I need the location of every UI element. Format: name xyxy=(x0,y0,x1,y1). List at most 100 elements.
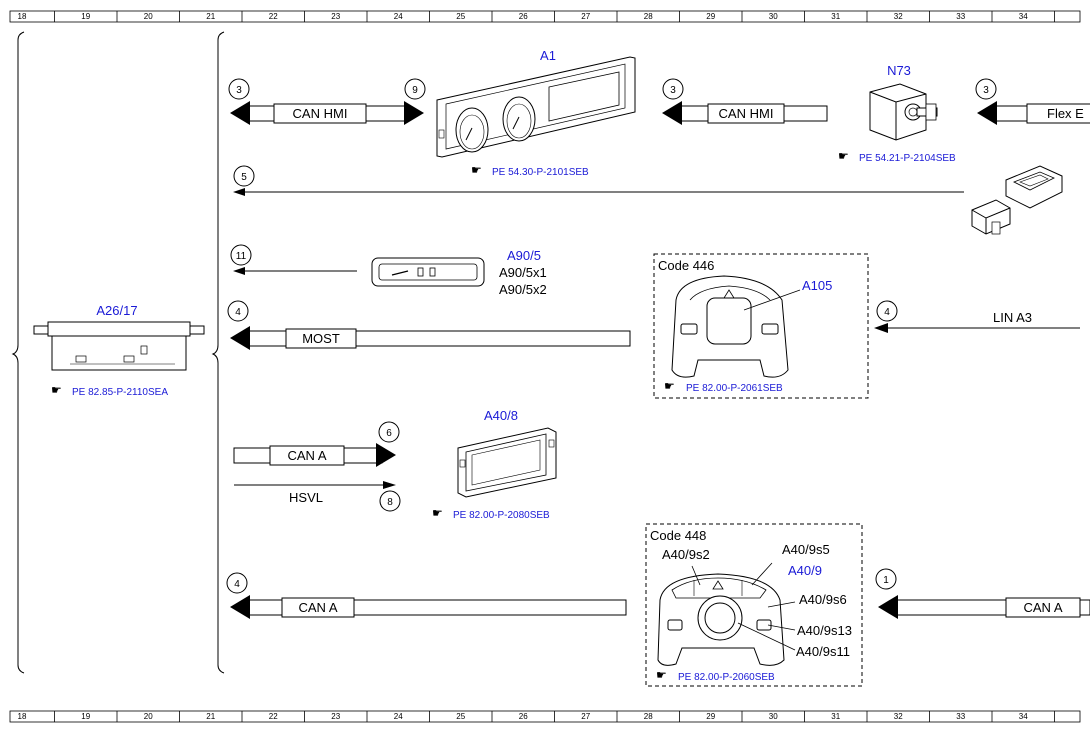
ruler-number: 19 xyxy=(81,12,90,21)
ruler-number: 26 xyxy=(519,712,528,721)
ruler-number: 28 xyxy=(644,12,653,21)
can-hmi-left-bus: CAN HMI xyxy=(230,101,424,125)
a40-9s2-label: A40/9s2 xyxy=(662,547,710,562)
can-a-lower-right-bus: CAN A xyxy=(878,595,1090,619)
pointing-hand-icon: ☛ xyxy=(664,379,675,393)
ruler-number: 34 xyxy=(1019,12,1028,21)
ruler-number: 30 xyxy=(769,712,778,721)
a90-5-label: A90/5 xyxy=(507,248,541,263)
ruler-number: 24 xyxy=(394,12,403,21)
marker-9: 9 xyxy=(412,85,418,96)
ruler-number: 18 xyxy=(18,12,27,21)
ruler-number: 31 xyxy=(831,712,840,721)
ruler-number: 29 xyxy=(706,712,715,721)
a1-component: A1 ☛ PE 54.30-P-2101SEB xyxy=(436,48,636,178)
flex-bus: Flex E xyxy=(977,101,1090,125)
a90-5x1-label: A90/5x1 xyxy=(499,265,547,280)
a40-9-label: A40/9 xyxy=(788,563,822,578)
most-label: MOST xyxy=(302,331,340,346)
n73-component: N73 ☛ PE 54.21-P-2104SEB xyxy=(838,63,956,164)
can-a-lower-left-bus: CAN A xyxy=(230,595,627,619)
ruler-number: 31 xyxy=(831,12,840,21)
ruler-number: 32 xyxy=(894,12,903,21)
pointing-hand-icon: ☛ xyxy=(432,506,443,520)
marker-4a: 4 xyxy=(235,307,241,318)
ruler-number: 34 xyxy=(1019,712,1028,721)
can-a-upper-bus: CAN A xyxy=(233,443,396,467)
top-ruler: 18 19 20 21 22 23 24 25 26 27 28 29 30 31 32 33 34 xyxy=(9,10,1081,23)
marker-4b: 4 xyxy=(884,307,890,318)
pointing-hand-icon: ☛ xyxy=(51,383,62,397)
a105-ref: PE 82.00-P-2061SEB xyxy=(686,383,783,394)
can-hmi-left-label: CAN HMI xyxy=(293,106,348,121)
marker-6: 6 xyxy=(386,428,392,439)
code-446-box: Code 446 A105 ☛ PE 82.00-P-2061SEB xyxy=(653,253,869,399)
hsvl-label: HSVL xyxy=(289,490,323,505)
ruler-number: 22 xyxy=(269,12,278,21)
a26-17-ref: PE 82.85-P-2110SEA xyxy=(72,387,168,398)
ruler-number: 33 xyxy=(956,712,965,721)
a40-9s13-label: A40/9s13 xyxy=(797,623,852,638)
marker-3b: 3 xyxy=(670,85,676,96)
can-a-upper-label: CAN A xyxy=(287,448,326,463)
lin-a3-label: LIN A3 xyxy=(993,310,1032,325)
can-hmi-right-bus: CAN HMI xyxy=(662,101,828,125)
ruler-number: 23 xyxy=(331,712,340,721)
ruler-number: 29 xyxy=(706,12,715,21)
ruler-number: 26 xyxy=(519,12,528,21)
ruler-number: 33 xyxy=(956,12,965,21)
flex-label: Flex E xyxy=(1047,106,1084,121)
a40-9s5-label: A40/9s5 xyxy=(782,542,830,557)
ruler-number: 32 xyxy=(894,712,903,721)
ruler-number: 24 xyxy=(394,712,403,721)
a40-9s6-label: A40/9s6 xyxy=(799,592,847,607)
left-brace-inner xyxy=(211,31,225,674)
a26-17-label: A26/17 xyxy=(96,303,137,318)
marker-4c: 4 xyxy=(234,579,240,590)
ruler-number: 30 xyxy=(769,12,778,21)
code-448-label: Code 448 xyxy=(650,528,706,543)
a90-5x2-label: A90/5x2 xyxy=(499,282,547,297)
a40-9-ref: PE 82.00-P-2060SEB xyxy=(678,672,775,683)
a40-9s11-label: A40/9s11 xyxy=(796,644,850,659)
a26-17-component: A26/17 ☛ PE 82.85-P-2110SEA xyxy=(33,303,205,398)
ruler-number: 27 xyxy=(581,12,590,21)
ruler-number: 20 xyxy=(144,12,153,21)
left-brace-outer xyxy=(11,31,25,674)
a90-5-component: A90/5 A90/5x1 A90/5x2 xyxy=(371,248,547,297)
marker-1: 1 xyxy=(883,575,889,586)
can-hmi-right-label: CAN HMI xyxy=(719,106,774,121)
ruler-number: 27 xyxy=(581,712,590,721)
code-446-label: Code 446 xyxy=(658,258,714,273)
a40-8-ref: PE 82.00-P-2080SEB xyxy=(453,510,550,521)
ruler-number: 23 xyxy=(331,12,340,21)
pointing-hand-icon: ☛ xyxy=(838,149,849,163)
a1-ref: PE 54.30-P-2101SEB xyxy=(492,167,589,178)
n73-ref: PE 54.21-P-2104SEB xyxy=(859,153,956,164)
a105-label: A105 xyxy=(802,278,832,293)
a40-8-label: A40/8 xyxy=(484,408,518,423)
most-bus: MOST xyxy=(230,326,631,350)
marker-3a: 3 xyxy=(236,85,242,96)
ruler-number: 22 xyxy=(269,712,278,721)
a1-label: A1 xyxy=(540,48,556,63)
marker-5: 5 xyxy=(241,172,247,183)
can-a-lower-left-label: CAN A xyxy=(298,600,337,615)
a40-8-component: A40/8 ☛ PE 82.00-P-2080SEB xyxy=(432,408,557,521)
ruler-number: 25 xyxy=(456,12,465,21)
ruler-number: 21 xyxy=(206,712,215,721)
ruler-number: 18 xyxy=(18,712,27,721)
can-a-lower-right-label: CAN A xyxy=(1023,600,1062,615)
ruler-number: 21 xyxy=(206,12,215,21)
n73-label: N73 xyxy=(887,63,911,78)
marker-8: 8 xyxy=(387,497,393,508)
ruler-number: 20 xyxy=(144,712,153,721)
pointing-hand-icon: ☛ xyxy=(656,668,667,682)
pointing-hand-icon: ☛ xyxy=(471,163,482,177)
marker-11: 11 xyxy=(236,251,247,262)
ruler-number: 25 xyxy=(456,712,465,721)
code-448-box: Code 448 A40/9s2 A40/9s5 A40/9 A40/9s6 A… xyxy=(645,523,863,687)
marker-3c: 3 xyxy=(983,85,989,96)
